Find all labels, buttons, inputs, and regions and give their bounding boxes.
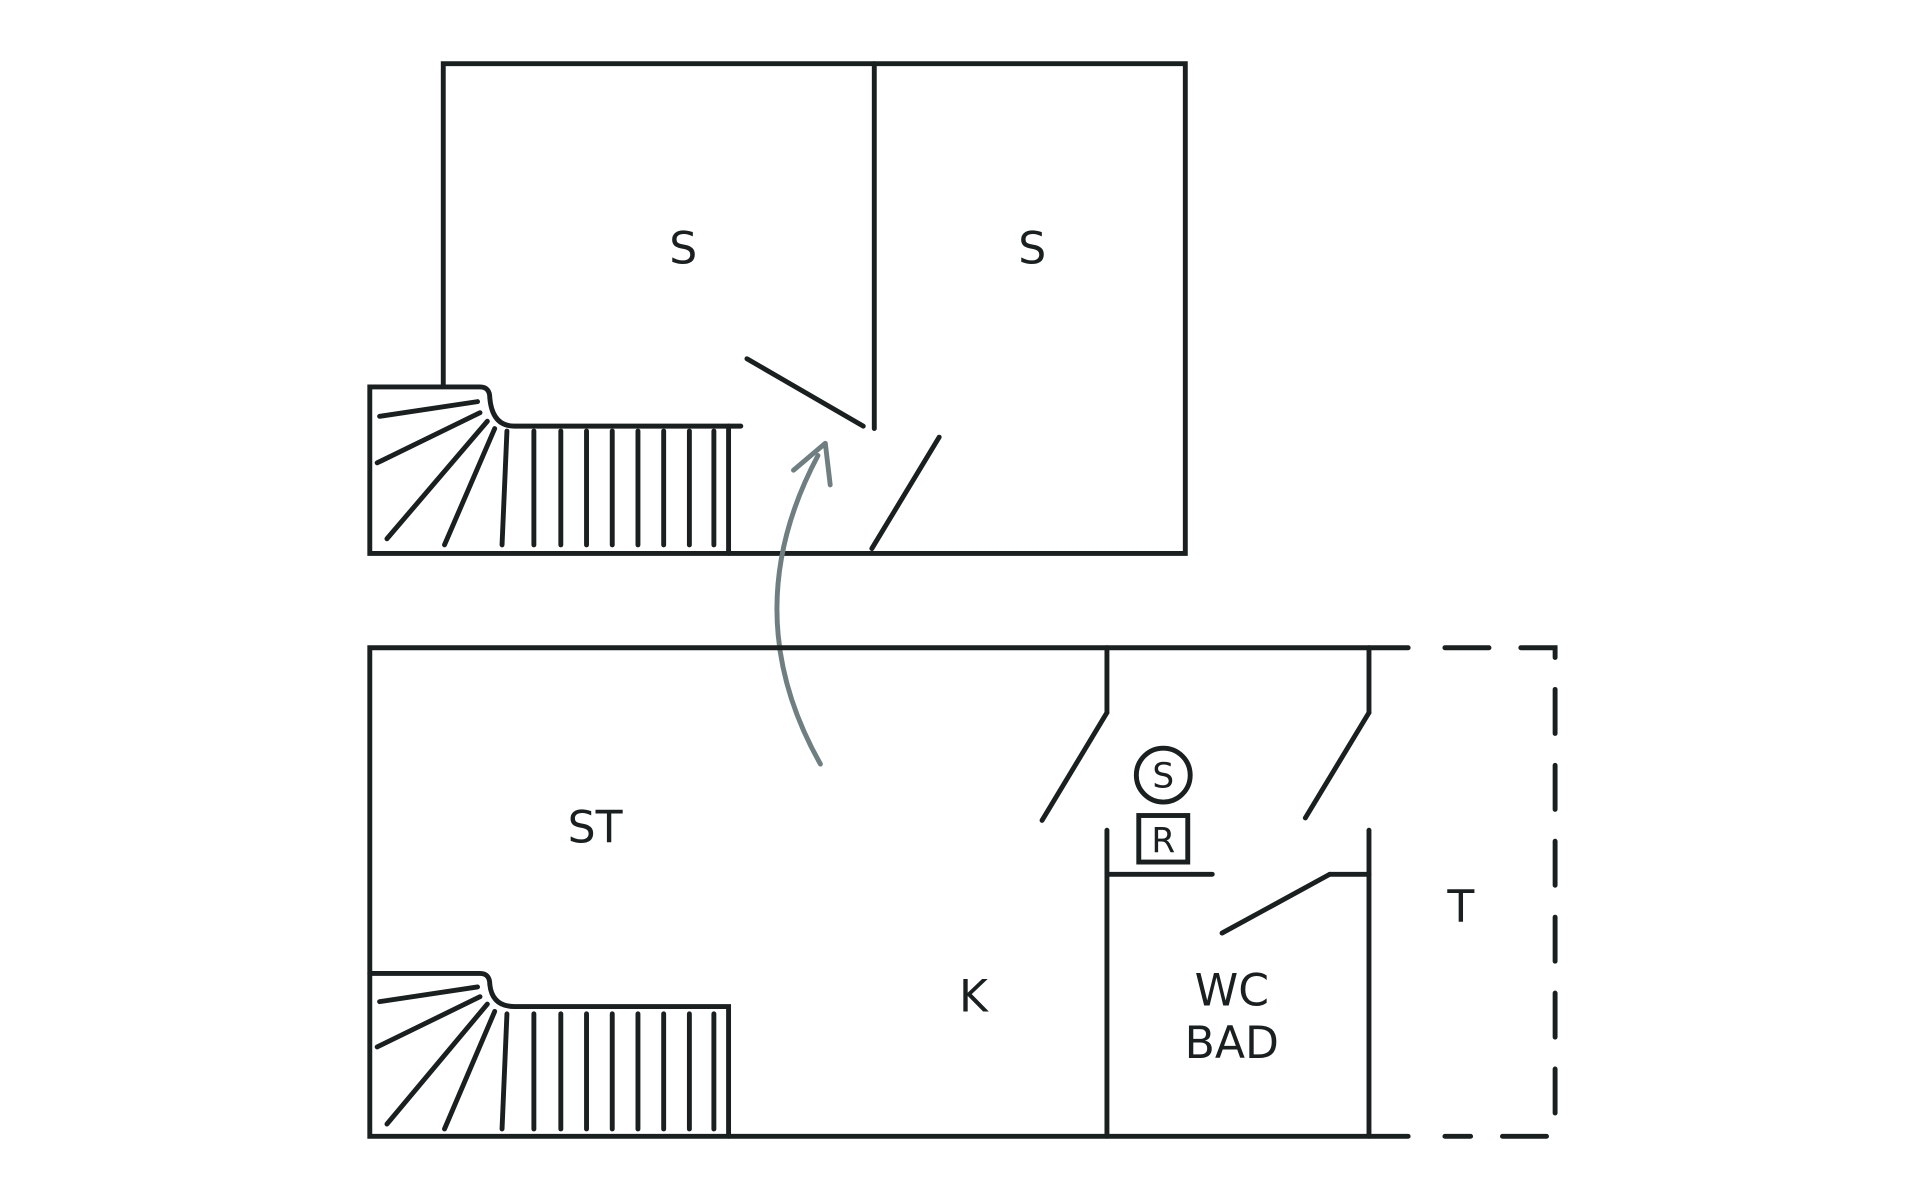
symbol-s: S	[1152, 756, 1174, 796]
stair-arrow	[774, 453, 823, 767]
upper-floor: S S	[367, 61, 1188, 556]
symbol-circle	[1133, 745, 1193, 805]
symbol-r: R	[1151, 821, 1175, 861]
upper-door-leaf	[744, 356, 866, 429]
room-label-bedroom-1: S	[669, 223, 697, 274]
room-label-kitchen: K	[959, 971, 989, 1022]
door-leaf	[1039, 710, 1110, 823]
upper-door-leaf	[869, 434, 942, 552]
symbol-square	[1136, 813, 1191, 865]
terrace-dashed-outline	[1442, 645, 1558, 1139]
bathroom-door-leaf	[1219, 871, 1333, 936]
lower-stair-treads	[374, 984, 717, 1132]
lower-floor: S R ST K WC BAD T	[367, 645, 1558, 1139]
upper-stair-treads	[374, 399, 717, 548]
lower-walls	[367, 645, 1411, 1139]
door-leaf	[1302, 710, 1372, 821]
upper-walls	[367, 61, 1188, 556]
arrowhead-icon	[791, 440, 833, 488]
room-label-wc: WC	[1195, 965, 1269, 1016]
room-label-bath: BAD	[1185, 1018, 1279, 1069]
room-label-bedroom-2: S	[1018, 223, 1046, 274]
lower-stair-outline	[367, 971, 732, 1139]
room-label-living: ST	[568, 802, 624, 853]
room-label-terrace: T	[1446, 882, 1475, 933]
